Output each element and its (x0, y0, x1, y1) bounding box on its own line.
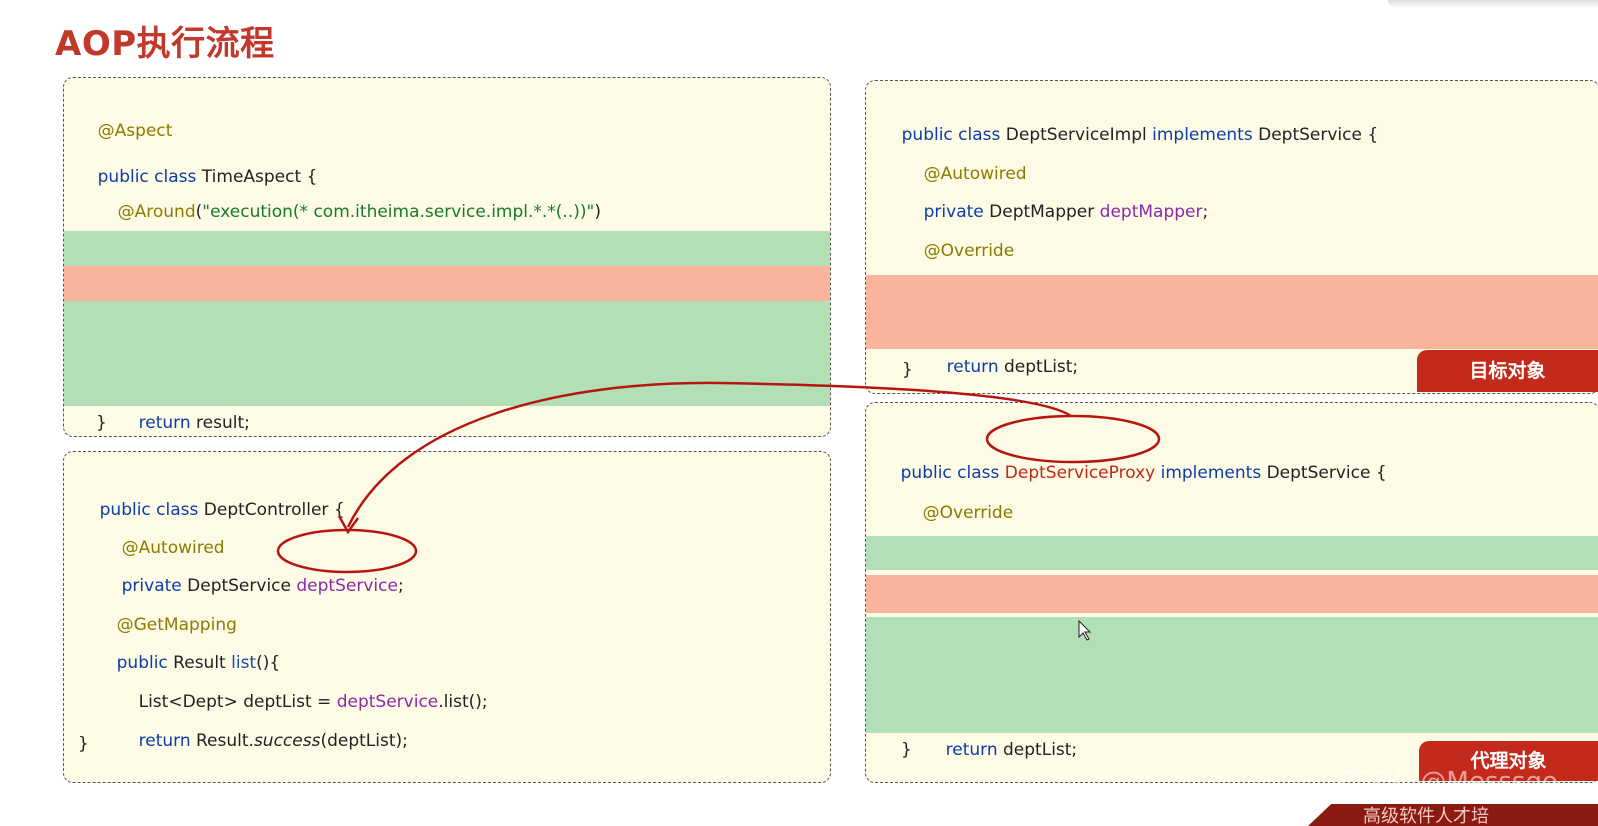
brand-band-text: 高级软件人才培 (1363, 806, 1489, 826)
page-title: AOP执行流程 (55, 24, 275, 64)
code-line: @Aspect (64, 79, 830, 141)
code-line: public class TimeAspect { (97, 167, 318, 187)
target-object-badge: 目标对象 (1417, 350, 1598, 392)
code-line-highlight-red: List<Dept> deptList = deptMapper.list(); (866, 575, 1598, 642)
bottom-brand-band: 高级软件人才培 (1308, 804, 1598, 826)
code-line: @Around("execution(* com.itheima.service… (117, 202, 601, 222)
proxy-object-badge: 代理对象 (1419, 741, 1598, 781)
code-line-highlight-green: log.info("执行耗时：{} ms", (end-begin)); (866, 655, 1598, 722)
code-line: return Result.success(deptList); (138, 731, 408, 751)
code-line-highlight-green: long begin = System.currentTimeMillis(); (64, 231, 830, 293)
code-line: private DeptMapper deptMapper; (923, 202, 1209, 222)
code-line: List<Dept> deptList = deptService.list()… (138, 692, 488, 712)
code-line-highlight-red: List<Dept> deptList = deptMapper.list(); (866, 275, 1598, 342)
proxy-object-code-panel: public class DeptServiceProxy implements… (865, 402, 1598, 783)
window-corner-shadow (1388, 0, 1598, 8)
watermark: CSDN @Messsgo (1338, 767, 1558, 797)
code-line: } (901, 740, 912, 760)
code-line: public List<Dept> list() { (866, 499, 1598, 561)
code-line: public Result list(){ (116, 653, 281, 673)
code-line-highlight-green: long end = System.currentTimeMillis(); (866, 617, 1598, 684)
code-line-highlight-red: return deptList; (866, 313, 1598, 377)
code-line: public class DeptController { (99, 500, 345, 520)
code-line-highlight-green: long begin = System.currentTimeMillis(); (866, 536, 1598, 597)
code-line: } (78, 734, 89, 754)
code-line: } (902, 360, 913, 380)
code-line: public class DeptServiceProxy implements… (900, 463, 1387, 483)
code-line: public Object recordTime(ProceedingJoinP… (64, 195, 830, 257)
code-line: @GetMapping (116, 615, 237, 635)
code-line: private DeptService deptService; (121, 576, 404, 596)
code-line: @Override (923, 241, 1015, 261)
controller-code-panel: public class DeptController { @Autowired… (63, 451, 831, 783)
code-line: @Override (922, 503, 1014, 523)
code-line-highlight-green: return result; (64, 371, 830, 433)
annotation-aspect: @Aspect (97, 121, 173, 141)
code-line: public List<Dept> list() { (866, 237, 1598, 299)
code-line: @Autowired (923, 164, 1027, 184)
code-line-highlight-red: Object result = joinPoint.proceed(); //调… (64, 266, 830, 328)
code-line-highlight-green: long end = System.currentTimeMillis(); (64, 301, 830, 363)
aspect-code-panel: @Aspect public class TimeAspect { @Aroun… (63, 77, 831, 437)
code-line-highlight-green: log.info("执行耗时：{} ms", (end-begin)); (64, 336, 830, 398)
target-object-code-panel: public class DeptServiceImpl implements … (865, 80, 1598, 394)
code-line: public class DeptServiceImpl implements … (901, 125, 1379, 145)
code-line: @Autowired (121, 538, 225, 558)
code-line: } (96, 413, 107, 433)
code-line-highlight-green: return deptList; (866, 693, 1598, 760)
